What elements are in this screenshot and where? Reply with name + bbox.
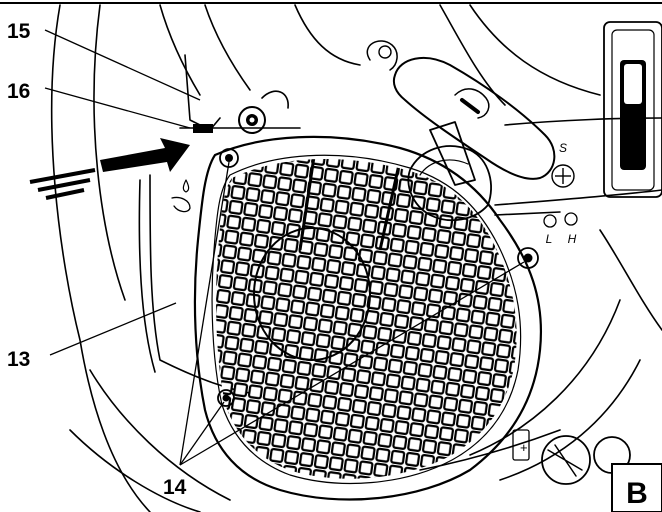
callout-15: 15 — [7, 20, 31, 43]
leader-15 — [44, 29, 201, 101]
s-marking: S — [559, 141, 567, 155]
leader-14c — [179, 261, 525, 466]
direction-arrow — [29, 138, 190, 200]
callout-13: 13 — [7, 348, 30, 371]
tensioner-slot — [193, 124, 213, 133]
starter-grip — [392, 57, 556, 186]
leader-lines — [44, 29, 525, 466]
callout-16: 16 — [7, 80, 30, 103]
screw-upper-left — [219, 148, 239, 168]
machine-housing — [50, 4, 662, 512]
screw-lower-left — [217, 389, 235, 407]
figure-tag-label: B — [626, 477, 648, 510]
l-marking: L — [546, 232, 553, 246]
fan-cover — [193, 135, 542, 501]
s-screw: S — [551, 141, 575, 188]
oil-drop-chain-symbol — [171, 179, 191, 213]
right-panel — [603, 21, 662, 198]
leader-16 — [44, 87, 191, 129]
leader-13 — [49, 302, 177, 356]
figure-tag: B — [611, 463, 662, 512]
center-hub — [253, 227, 371, 361]
leader-14a — [179, 161, 230, 466]
cover-screws — [217, 148, 539, 407]
screw-right — [517, 247, 539, 269]
top-knob — [366, 40, 398, 71]
h-marking: H — [568, 232, 577, 246]
lh-screws: L H — [543, 212, 578, 246]
tension-screw — [193, 90, 289, 134]
callout-14: 14 — [163, 476, 187, 499]
svg-text:+: + — [520, 440, 528, 455]
leader-14b — [179, 401, 225, 466]
starter-rope-guide — [407, 145, 492, 222]
